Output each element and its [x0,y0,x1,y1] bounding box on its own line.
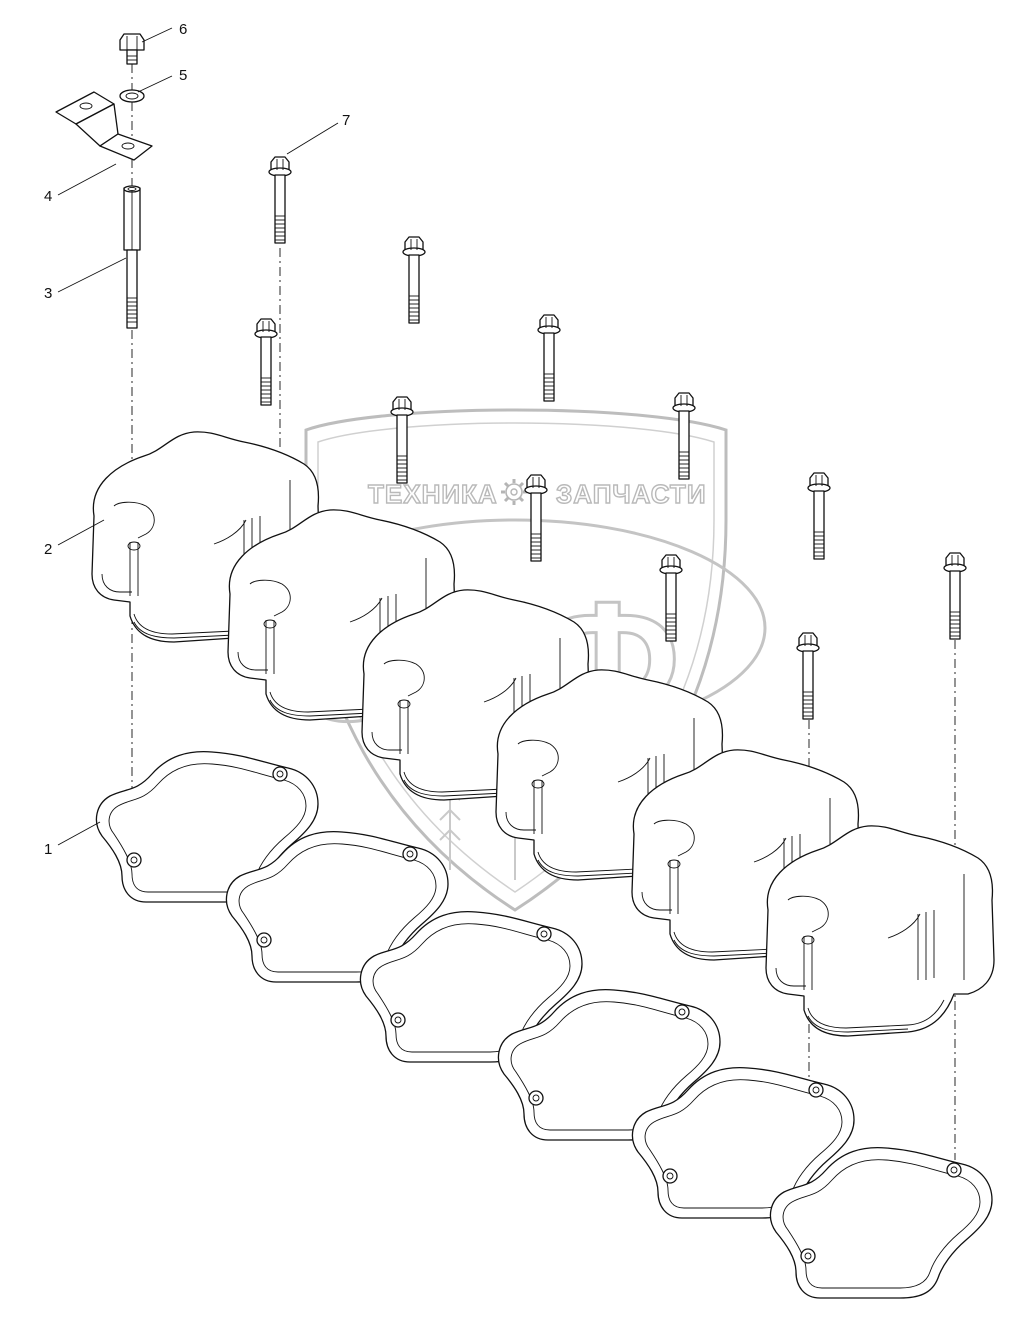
flange-bolt-3 [254,318,278,406]
callout-2: 2 [44,541,52,558]
washer [119,89,145,103]
leader-6 [141,27,173,43]
flange-bolt-10 [943,552,967,640]
callout-numbers: 1 2 3 4 5 6 7 [44,21,350,858]
flange-bolt-8 [807,472,831,560]
flange-bolt-4 [537,314,561,402]
leader-3 [57,257,127,293]
watermark-shield [304,408,728,912]
watermark-left-word: ТЕХНИКА [368,479,498,509]
bracket [55,91,153,161]
flange-bolt-7 [524,474,548,562]
callout-1: 1 [44,841,52,858]
callout-6: 6 [179,21,187,38]
leader-4 [57,163,117,196]
leader-2 [57,519,105,546]
callout-3: 3 [44,285,52,302]
watermark-right-word: ЗАПЧАСТИ [556,479,707,509]
callout-5: 5 [179,67,187,84]
callouts [57,27,339,846]
valve-cover-6 [765,825,995,1037]
flange-bolt-1 [268,156,292,244]
flange-bolt-11 [796,632,820,720]
gear-icon [501,479,527,505]
callout-4: 4 [44,188,52,205]
bolt [119,33,145,65]
leader-7 [286,122,339,155]
flange-bolt-2 [402,236,426,324]
leader-1 [57,821,101,846]
callout-7: 7 [342,112,350,129]
stud [123,185,141,329]
flange-bolt-5 [390,396,414,484]
leader-5 [137,75,173,93]
